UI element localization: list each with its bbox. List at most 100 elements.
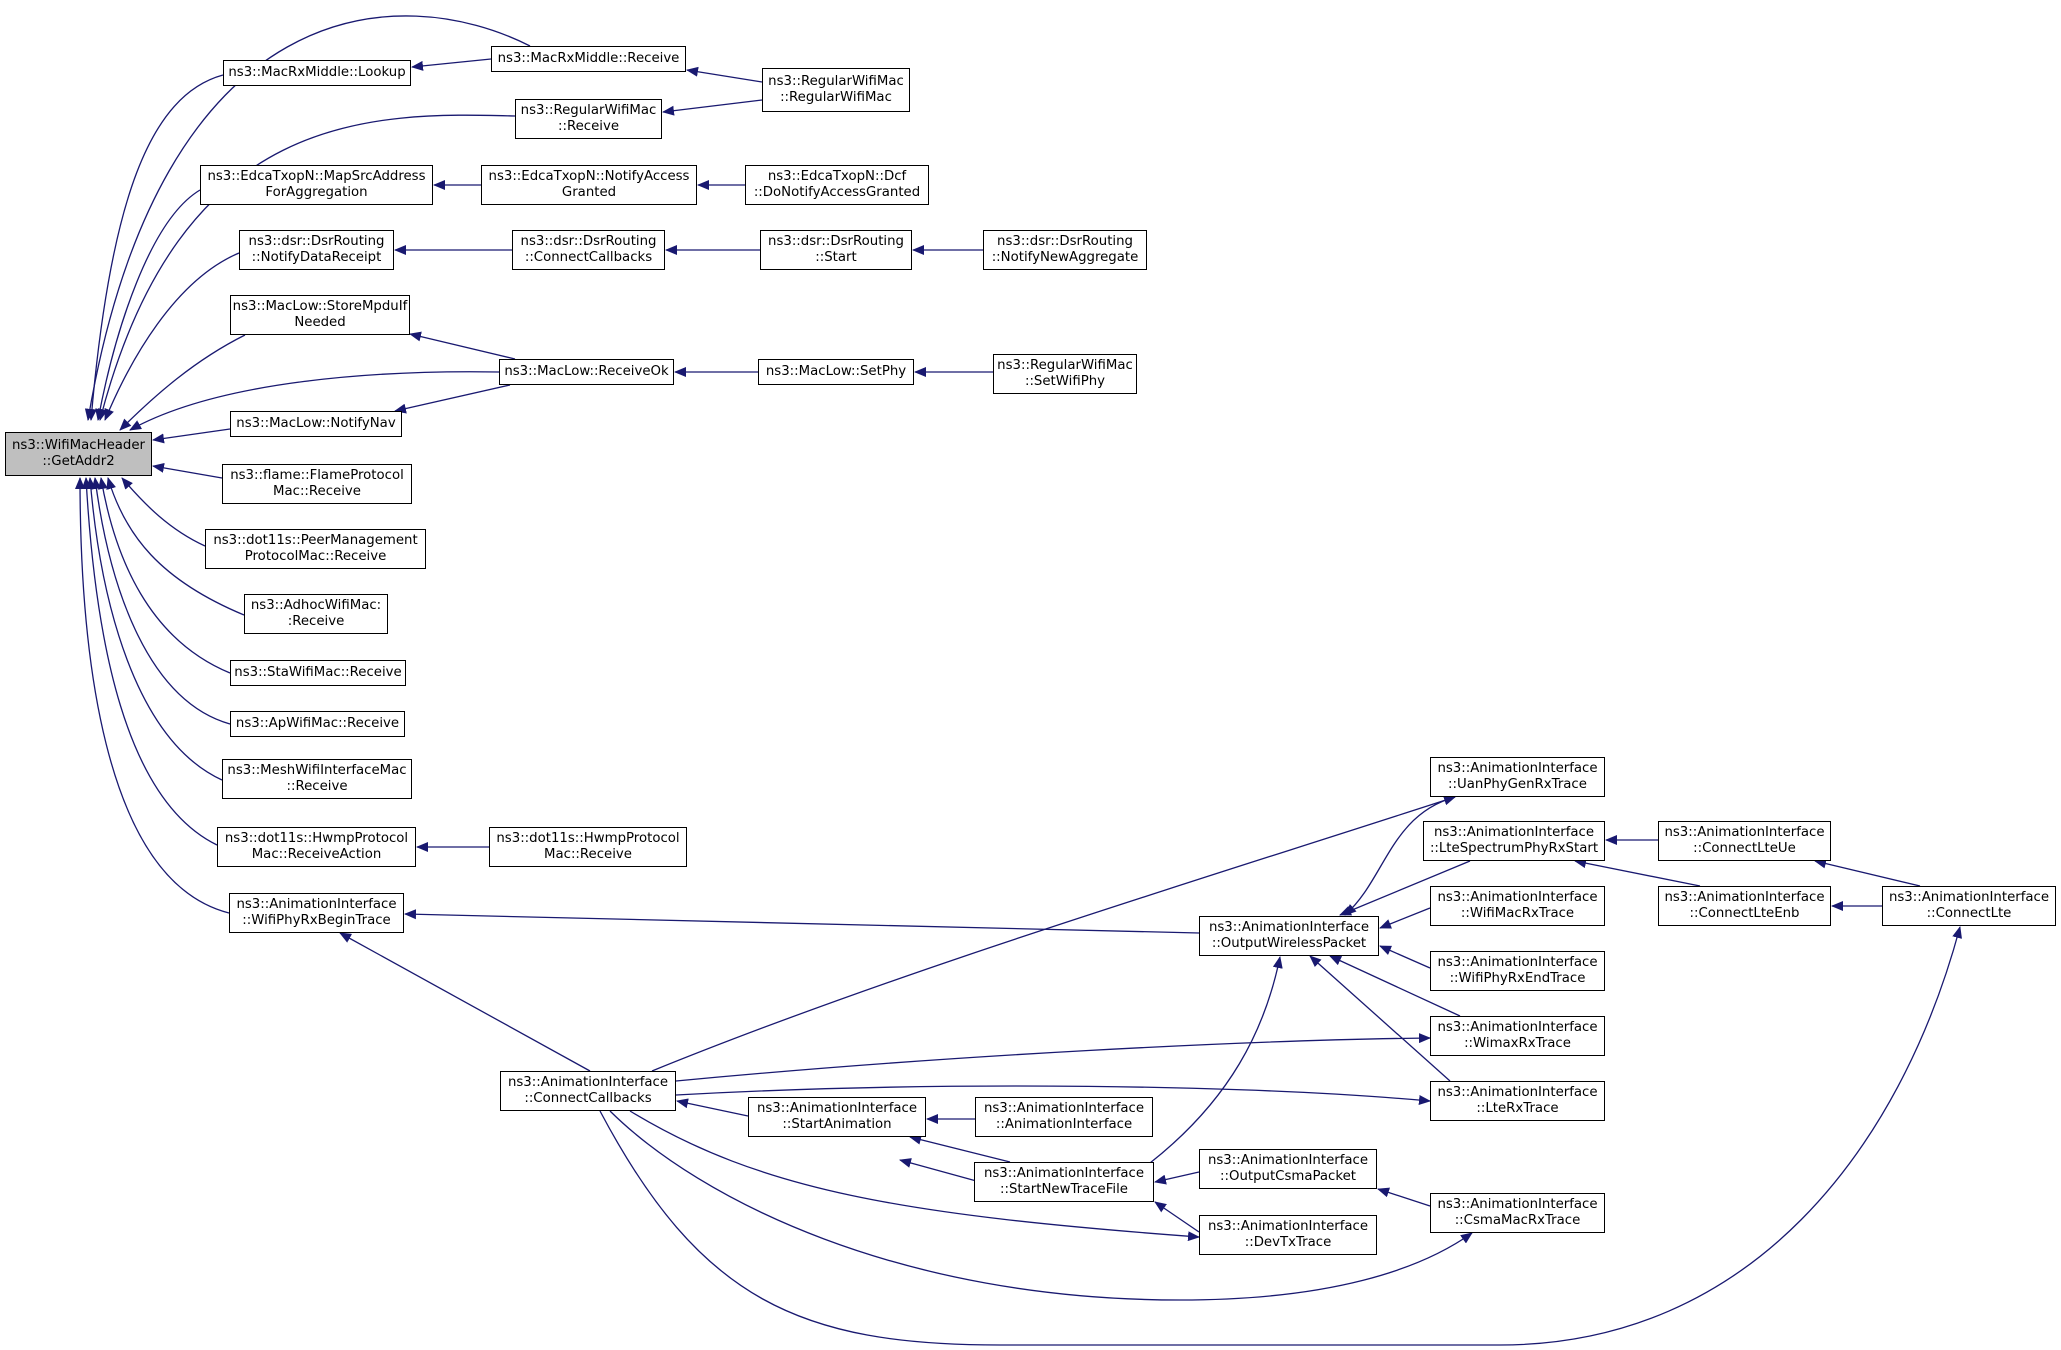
edge-n13-to-n0 xyxy=(129,371,500,431)
node-ns3-animationinterface-lterxtrace[interactable]: ns3::AnimationInterface::LteRxTrace xyxy=(1430,1081,1605,1121)
node-ns3-apwifimac-receive[interactable]: ns3::ApWifiMac::Receive xyxy=(230,711,405,737)
edge-n18-to-n0 xyxy=(121,477,206,547)
node-label-line: ns3::RegularWifiMac xyxy=(997,358,1133,373)
node-label-line: ns3::RegularWifiMac xyxy=(520,103,657,118)
node-label-line: ::DoNotifyAccessGranted xyxy=(753,185,921,200)
node-ns3-animationinterface-uanphygenrxtrace[interactable]: ns3::AnimationInterface::UanPhyGenRxTrac… xyxy=(1430,757,1605,797)
edge-n41-to-n39 xyxy=(1154,1201,1200,1233)
edge-n36-to-n31 xyxy=(599,926,1962,1346)
node-ns3-maclow-setphy[interactable]: ns3::MacLow::SetPhy xyxy=(758,359,914,385)
node-ns3-animationinterface-startnewtracefile[interactable]: ns3::AnimationInterface::StartNewTraceFi… xyxy=(974,1162,1154,1202)
edge-n17-to-n0 xyxy=(152,462,223,479)
node-label-line: ns3::AnimationInterface xyxy=(1208,920,1370,935)
node-ns3-meshwifiinterfacemac-receive[interactable]: ns3::MeshWifiInterfaceMac::Receive xyxy=(222,759,412,799)
node-ns3-dsr-dsrrouting-start[interactable]: ns3::dsr::DsrRouting::Start xyxy=(760,230,912,270)
node-ns3-regularwifimac-receive[interactable]: ns3::RegularWifiMac::Receive xyxy=(515,99,662,139)
node-label-line: ::RegularWifiMac xyxy=(780,90,892,105)
node-ns3-animationinterface-connectlteenb[interactable]: ns3::AnimationInterface::ConnectLteEnb xyxy=(1658,886,1831,926)
node-ns3-dsr-dsrrouting-notifynewaggregate[interactable]: ns3::dsr::DsrRouting::NotifyNewAggregate xyxy=(983,230,1147,270)
node-ns3-macrxmiddle-lookup[interactable]: ns3::MacRxMiddle::Lookup xyxy=(223,60,411,86)
edge-n34-to-n26 xyxy=(1329,955,1461,1017)
node-ns3-stawifimac-receive[interactable]: ns3::StaWifiMac::Receive xyxy=(230,660,406,686)
edge-n3-to-n4 xyxy=(662,99,763,116)
node-ns3-animationinterface-outputcsmapacket[interactable]: ns3::AnimationInterface::OutputCsmaPacke… xyxy=(1199,1149,1377,1189)
node-ns3-maclow-notifynav[interactable]: ns3::MacLow::NotifyNav xyxy=(230,411,402,437)
node-label-line: ::SetWifiPhy xyxy=(1024,374,1106,389)
edge-n13-to-n16 xyxy=(394,384,511,414)
node-label-line: ns3::EdcaTxopN::Dcf xyxy=(767,169,907,184)
edge-n20-to-n0 xyxy=(97,477,231,674)
node-label-line: ns3::dsr::DsrRouting xyxy=(248,234,385,249)
node-label-line: ::UanPhyGenRxTrace xyxy=(1448,777,1587,792)
node-ns3-animationinterface-connectcallbacks[interactable]: ns3::AnimationInterface::ConnectCallback… xyxy=(500,1071,676,1111)
edge-n4-to-n0 xyxy=(97,114,516,421)
edge-n5-to-n0 xyxy=(95,189,201,421)
node-label-line: Needed xyxy=(294,315,346,330)
edge-n28-to-n26 xyxy=(1339,860,1471,916)
node-label-line: ::StartAnimation xyxy=(782,1117,892,1132)
node-ns3-dsr-dsrrouting-connectcallbacks[interactable]: ns3::dsr::DsrRouting::ConnectCallbacks xyxy=(512,230,665,270)
node-label-line: ns3::WifiMacHeader xyxy=(11,438,146,453)
node-label-line: ns3::AnimationInterface xyxy=(1437,955,1598,970)
node-label-line: ::GetAddr2 xyxy=(42,454,115,469)
node-ns3-dsr-dsrrouting-notifydatareceipt[interactable]: ns3::dsr::DsrRouting::NotifyDataReceipt xyxy=(239,230,394,270)
node-ns3-animationinterface-csmamacrxtrace[interactable]: ns3::AnimationInterface::CsmaMacRxTrace xyxy=(1430,1193,1605,1233)
node-label-line: ns3::AdhocWifiMac: xyxy=(250,598,382,613)
edge-n23-to-n0 xyxy=(81,477,218,846)
edge-n2-to-n1 xyxy=(411,58,492,71)
node-label-line: ns3::AnimationInterface xyxy=(1207,1219,1369,1234)
node-label-line: Mac::Receive xyxy=(273,484,361,499)
node-ns3-animationinterface-connectlte[interactable]: ns3::AnimationInterface::ConnectLte xyxy=(1882,886,2056,926)
node-label-line: ns3::dot11s::HwmpProtocol xyxy=(224,831,409,846)
node-label-line: ::WifiMacRxTrace xyxy=(1460,906,1575,921)
node-label-line: ns3::AnimationInterface xyxy=(1437,1197,1598,1212)
edge-n36-to-n34 xyxy=(675,1033,1431,1082)
node-label-line: ns3::ApWifiMac::Receive xyxy=(235,716,400,731)
node-ns3-animationinterface-wifiphyrxendtrace[interactable]: ns3::AnimationInterface::WifiPhyRxEndTra… xyxy=(1430,951,1605,991)
node-label-line: ns3::dsr::DsrRouting xyxy=(768,234,904,249)
node-label-line: ::ConnectLte xyxy=(1926,906,2012,921)
node-label-line: ns3::MacLow::StoreMpduIf xyxy=(232,299,408,314)
node-ns3-animationinterface-ltespectrumphyrxstart[interactable]: ns3::AnimationInterface::LteSpectrumPhyR… xyxy=(1423,821,1605,861)
node-label-line: ::WifiPhyRxBeginTrace xyxy=(242,913,391,928)
node-label-line: ns3::MacRxMiddle::Lookup xyxy=(228,65,406,80)
node-label-line: ns3::RegularWifiMac xyxy=(768,74,904,89)
node-ns3-maclow-receiveok[interactable]: ns3::MacLow::ReceiveOk xyxy=(499,359,674,385)
node-ns3-animationinterface-devtxtrace[interactable]: ns3::AnimationInterface::DevTxTrace xyxy=(1199,1215,1377,1255)
node-label-line: ::LteRxTrace xyxy=(1476,1101,1559,1116)
node-ns3-wifimacheader-getaddr2: ns3::WifiMacHeader::GetAddr2 xyxy=(5,432,152,476)
node-ns3-animationinterface-animationinterface[interactable]: ns3::AnimationInterface::AnimationInterf… xyxy=(975,1097,1153,1137)
node-label-line: ::NotifyDataReceipt xyxy=(251,250,382,265)
node-label-line: ::ConnectLteUe xyxy=(1693,841,1796,856)
node-label-line: ns3::dsr::DsrRouting xyxy=(997,234,1133,249)
node-ns3-animationinterface-wifiphyrxbegintrace[interactable]: ns3::AnimationInterface::WifiPhyRxBeginT… xyxy=(229,893,404,933)
node-ns3-animationinterface-wifimacrxtrace[interactable]: ns3::AnimationInterface::WifiMacRxTrace xyxy=(1430,886,1605,926)
node-label-line: ns3::MeshWifiInterfaceMac xyxy=(227,763,407,778)
edge-n1-to-n0 xyxy=(86,74,224,421)
node-label-line: ns3::AnimationInterface xyxy=(1437,890,1598,905)
node-ns3-regularwifimac-setwifiphy[interactable]: ns3::RegularWifiMac::SetWifiPhy xyxy=(993,354,1137,394)
node-ns3-animationinterface-connectlteue[interactable]: ns3::AnimationInterface::ConnectLteUe xyxy=(1658,821,1831,861)
edge-n25-to-n0 xyxy=(75,477,230,914)
node-ns3-macrxmiddle-receive[interactable]: ns3::MacRxMiddle::Receive xyxy=(491,46,686,72)
node-ns3-animationinterface-startanimation[interactable]: ns3::AnimationInterface::StartAnimation xyxy=(748,1097,926,1137)
node-ns3-regularwifimac-regularwifimac[interactable]: ns3::RegularWifiMac::RegularWifiMac xyxy=(762,68,910,112)
node-label-line: ns3::EdcaTxopN::NotifyAccess xyxy=(488,169,690,184)
edge-n36-to-n25 xyxy=(339,932,591,1072)
node-ns3-edcatxopn-dcf-donotifyaccessgranted[interactable]: ns3::EdcaTxopN::Dcf::DoNotifyAccessGrant… xyxy=(745,165,929,205)
node-label-line: Granted xyxy=(561,185,617,200)
node-ns3-animationinterface-outputwirelesspacket[interactable]: ns3::AnimationInterface::OutputWirelessP… xyxy=(1199,916,1379,956)
edge-n21-to-n0 xyxy=(91,477,231,725)
edge-n42-to-n40 xyxy=(1377,1187,1431,1207)
node-label-line: ::Start xyxy=(815,250,857,265)
node-label-line: ns3::AnimationInterface xyxy=(983,1101,1145,1116)
node-ns3-adhocwifimac-receive[interactable]: ns3::AdhocWifiMac::Receive xyxy=(244,594,388,634)
node-ns3-animationinterface-wimaxrxtrace[interactable]: ns3::AnimationInterface::WimaxRxTrace xyxy=(1430,1016,1605,1056)
